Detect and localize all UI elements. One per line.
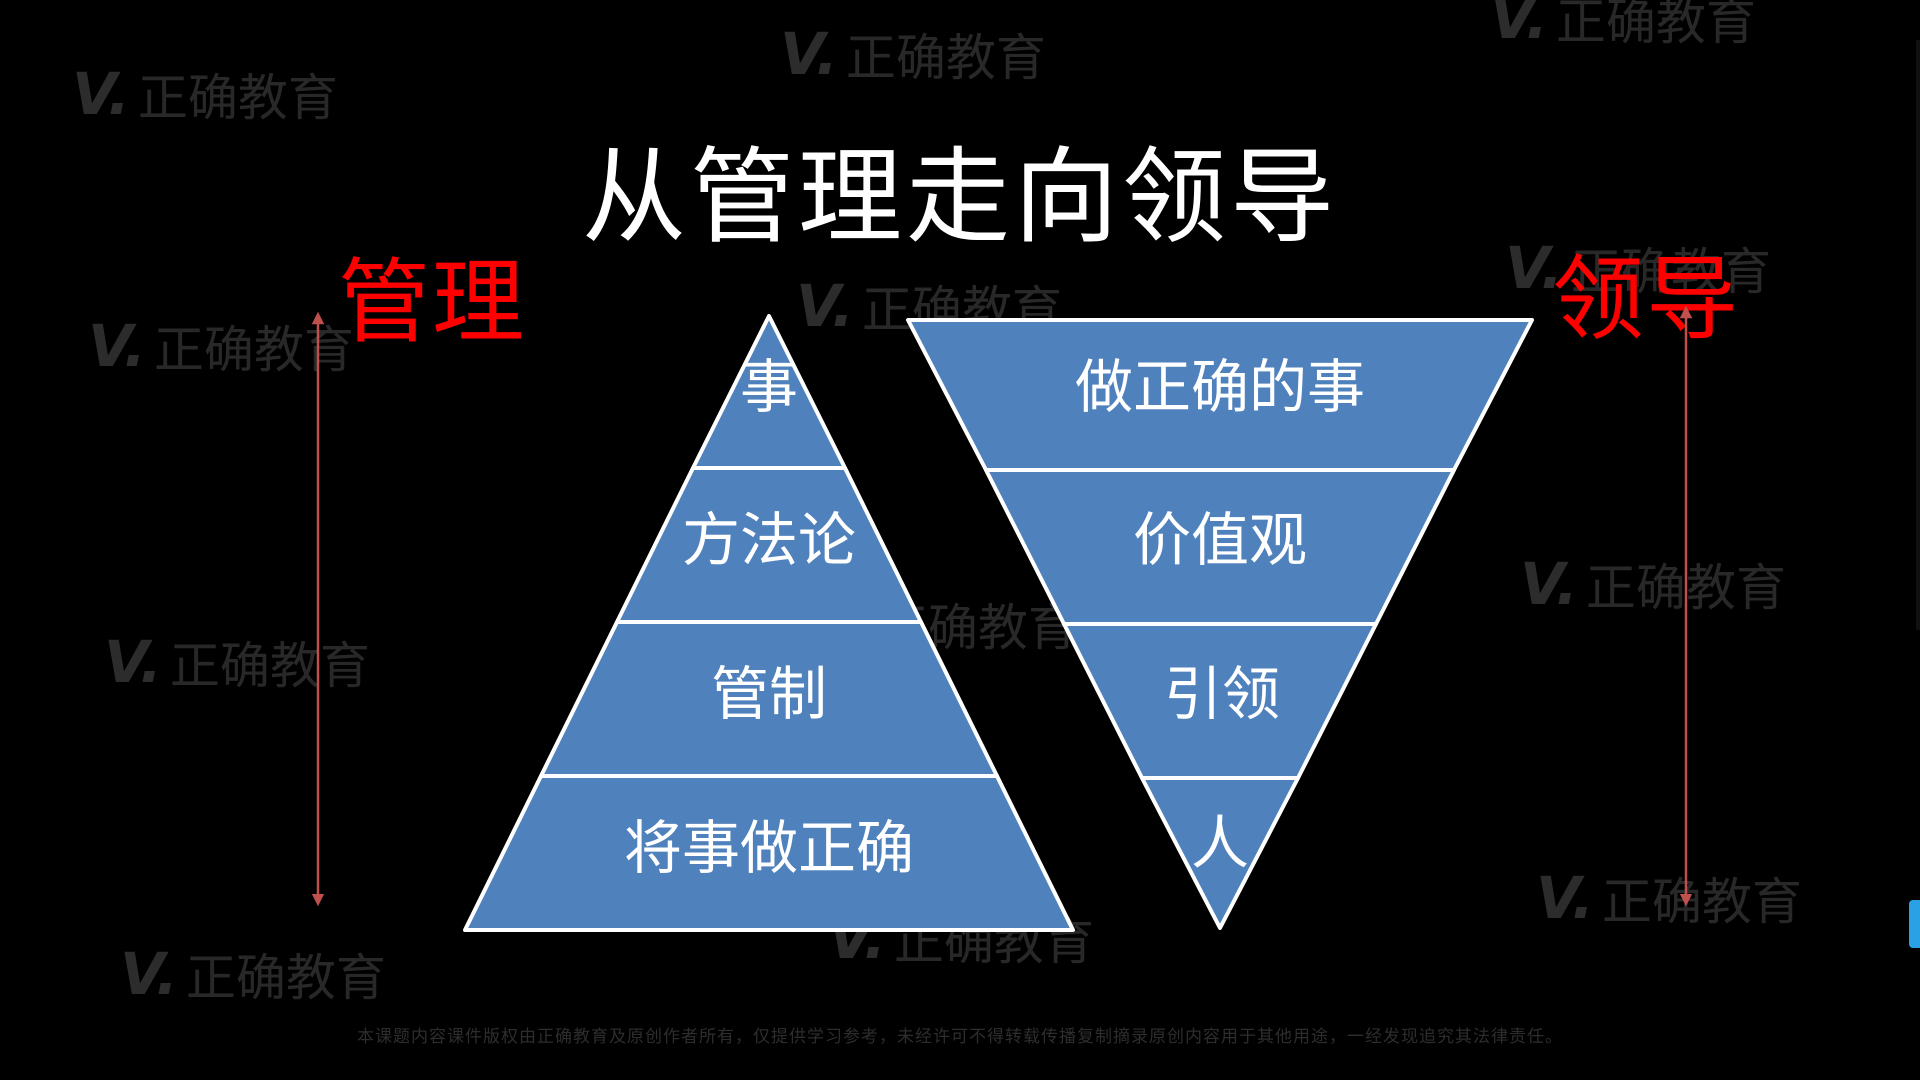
management-level-2-text: 方法论 (682, 506, 856, 574)
watermark-text: 正确教育 (1570, 243, 1771, 301)
leadership-level-1-text: 做正确的事 (1075, 353, 1365, 421)
edge-handle[interactable] (1909, 900, 1920, 948)
watermark-logo-icon: V. (780, 20, 838, 88)
watermark: V. 正确教育 (72, 58, 338, 130)
watermark: V. 正确教育 (1505, 232, 1771, 304)
watermark-logo-icon: V. (104, 628, 162, 696)
management-pyramid: 事 方法论 管制 将事做正确 (463, 314, 1075, 932)
watermark: V. 正确教育 (1490, 0, 1756, 54)
management-label: 管理 (338, 249, 527, 356)
watermark: V. 正确教育 (780, 18, 1046, 90)
leadership-label: 领导 (1552, 246, 1741, 353)
leadership-level-2-text: 价值观 (1133, 506, 1307, 574)
watermark-text: 正确教育 (137, 69, 338, 127)
leadership-level-3-text: 引领 (1164, 660, 1280, 728)
management-level-4-text: 将事做正确 (624, 814, 914, 882)
edge-divider (1916, 40, 1920, 630)
watermark-text: 正确教育 (185, 949, 386, 1007)
slide-title: 从管理走向领导 (581, 136, 1338, 258)
management-level-3-text: 管制 (711, 660, 827, 728)
watermark-logo-icon: V. (88, 312, 146, 380)
watermark: V. 正确教育 (104, 626, 370, 698)
leadership-pyramid: 做正确的事 价值观 引领 人 (906, 318, 1534, 930)
inverted-segment-tip (1140, 776, 1300, 930)
watermark-logo-icon: V. (72, 60, 130, 128)
leadership-level-4-text: 人 (1191, 809, 1249, 877)
watermark-text: 正确教育 (845, 29, 1046, 87)
watermark: V. 正确教育 (120, 938, 386, 1010)
watermark-logo-icon: V. (120, 940, 178, 1008)
pyramid-segment-base (463, 774, 1075, 932)
watermark-logo-icon: V. (1490, 0, 1548, 52)
watermark-text: 正确教育 (1555, 0, 1756, 51)
watermark: V. 正确教育 (1536, 862, 1802, 934)
watermark-text: 正确教育 (169, 637, 370, 695)
watermark-logo-icon: V. (796, 272, 854, 340)
copyright-notice: 本课题内容课件版权由正确教育及原创作者所有，仅提供学习参考，未经许可不得转载传播… (357, 1027, 1563, 1047)
watermark-logo-icon: V. (1505, 234, 1563, 302)
watermark-logo-icon: V. (1536, 864, 1594, 932)
watermark-logo-icon: V. (1520, 550, 1578, 618)
watermark-text: 正确教育 (1601, 873, 1802, 931)
management-level-1-text: 事 (740, 353, 798, 421)
